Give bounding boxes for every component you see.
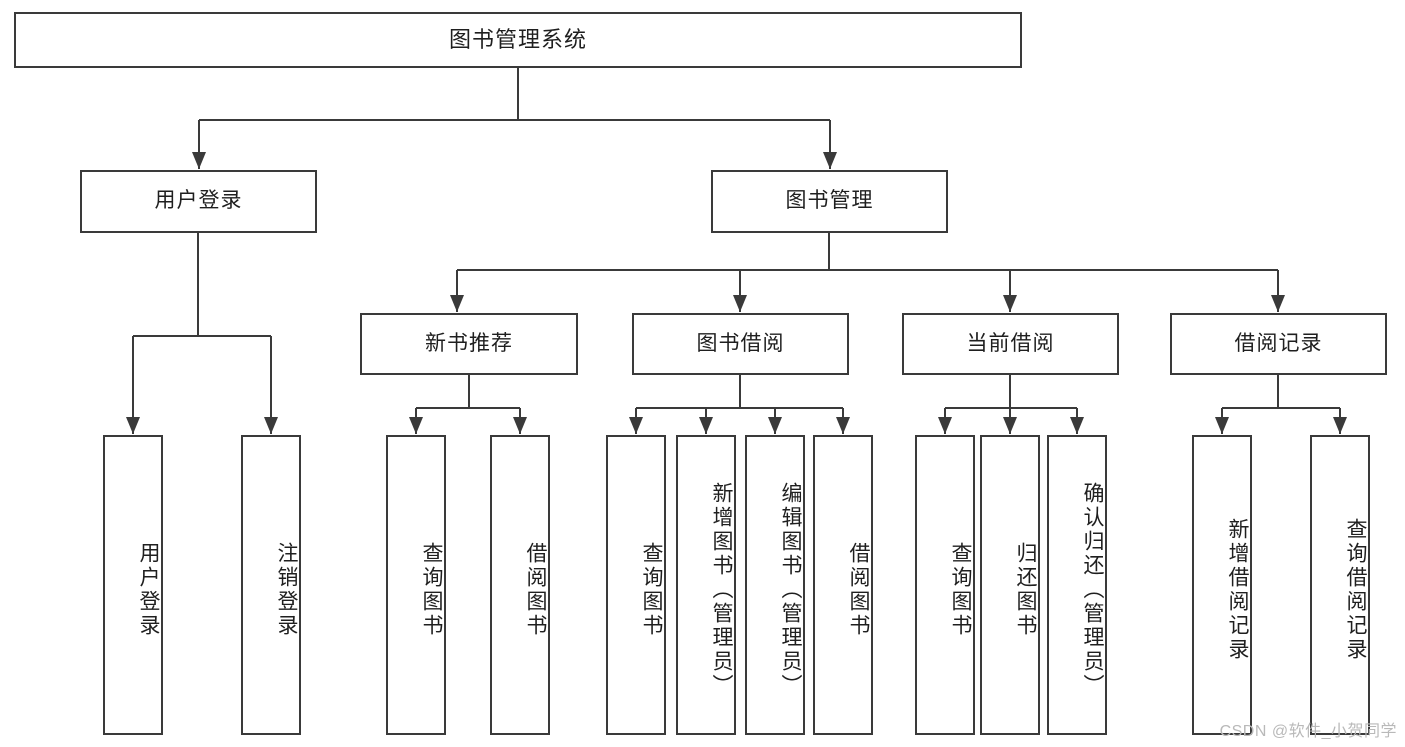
arrow-head-icon: [1271, 295, 1285, 312]
arrow-head-icon: [409, 417, 423, 434]
node-label: 新增图书（管理员）: [710, 482, 733, 698]
node-l9[interactable]: 查询图书: [915, 435, 975, 735]
node-label: 查询图书: [640, 542, 663, 638]
node-label: 用户登录: [154, 189, 243, 213]
arrow-head-icon: [450, 295, 464, 312]
node-records[interactable]: 借阅记录: [1170, 313, 1387, 375]
node-l11[interactable]: 确认归还（管理员）: [1047, 435, 1107, 735]
node-l5[interactable]: 查询图书: [606, 435, 666, 735]
arrow-head-icon: [1070, 417, 1084, 434]
node-label: 图书管理系统: [448, 27, 587, 53]
node-label: 用户登录: [137, 542, 160, 638]
node-label: 查询图书: [420, 542, 443, 638]
arrow-head-icon: [629, 417, 643, 434]
node-l6[interactable]: 新增图书（管理员）: [676, 435, 736, 735]
node-label: 当前借阅: [966, 331, 1055, 355]
node-label: 借阅图书: [524, 542, 547, 638]
arrow-head-icon: [823, 152, 837, 169]
node-l1[interactable]: 用户登录: [103, 435, 163, 735]
arrow-head-icon: [192, 152, 206, 169]
arrow-head-icon: [733, 295, 747, 312]
node-l10[interactable]: 归还图书: [980, 435, 1040, 735]
node-root[interactable]: 图书管理系统: [14, 12, 1022, 68]
node-label: 查询图书: [949, 542, 972, 638]
node-bookmgmt[interactable]: 图书管理: [711, 170, 948, 233]
node-label: 新书推荐: [425, 331, 513, 355]
node-label: 归还图书: [1014, 542, 1037, 638]
node-borrow[interactable]: 图书借阅: [632, 313, 849, 375]
node-label: 查询借阅记录: [1344, 518, 1367, 662]
node-l7[interactable]: 编辑图书（管理员）: [745, 435, 805, 735]
node-label: 图书管理: [785, 189, 874, 213]
node-login[interactable]: 用户登录: [80, 170, 317, 233]
arrow-head-icon: [513, 417, 527, 434]
node-l13[interactable]: 查询借阅记录: [1310, 435, 1370, 735]
node-label: 图书借阅: [696, 331, 785, 355]
arrow-head-icon: [768, 417, 782, 434]
watermark-text: CSDN @软件_小贺同学: [1219, 723, 1397, 740]
node-label: 编辑图书（管理员）: [779, 482, 802, 698]
node-l4[interactable]: 借阅图书: [490, 435, 550, 735]
arrow-head-icon: [699, 417, 713, 434]
node-label: 借阅图书: [847, 542, 870, 638]
node-label: 注销登录: [275, 542, 298, 638]
node-label: 新增借阅记录: [1226, 518, 1249, 662]
node-newbook[interactable]: 新书推荐: [360, 313, 578, 375]
arrow-head-icon: [126, 417, 140, 434]
arrow-head-icon: [938, 417, 952, 434]
arrow-head-icon: [1003, 295, 1017, 312]
node-l2[interactable]: 注销登录: [241, 435, 301, 735]
arrow-head-icon: [264, 417, 278, 434]
node-label: 确认归还（管理员）: [1081, 482, 1104, 698]
arrow-head-icon: [1215, 417, 1229, 434]
arrow-head-icon: [1333, 417, 1347, 434]
node-l3[interactable]: 查询图书: [386, 435, 446, 735]
node-current[interactable]: 当前借阅: [902, 313, 1119, 375]
node-label: 借阅记录: [1234, 331, 1323, 355]
arrow-head-icon: [836, 417, 850, 434]
node-l12[interactable]: 新增借阅记录: [1192, 435, 1252, 735]
node-l8[interactable]: 借阅图书: [813, 435, 873, 735]
arrow-head-icon: [1003, 417, 1017, 434]
